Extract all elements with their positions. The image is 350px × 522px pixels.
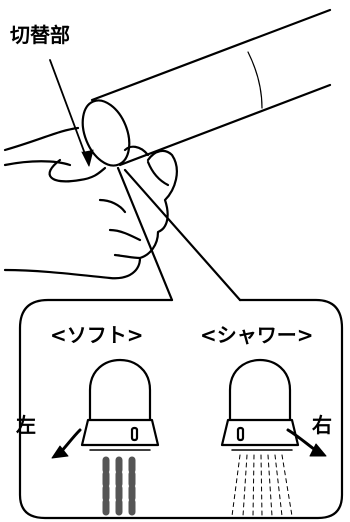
shower-mode-label: <シャワー> [200,323,314,347]
shower-handle [81,8,332,167]
leader-line [49,59,94,167]
detail-box [18,298,344,520]
right-direction-label: 右 [312,413,332,437]
shower-spray [231,454,293,517]
switch-part-label: 切替部 [10,23,70,47]
shower-nozzle [220,358,327,457]
zoom-lines [116,166,242,302]
hand [3,126,178,280]
soft-mode-label: <ソフト> [50,323,144,347]
left-direction-label: 左 [16,413,36,437]
soft-nozzle [51,358,160,459]
soft-spray [102,456,136,520]
